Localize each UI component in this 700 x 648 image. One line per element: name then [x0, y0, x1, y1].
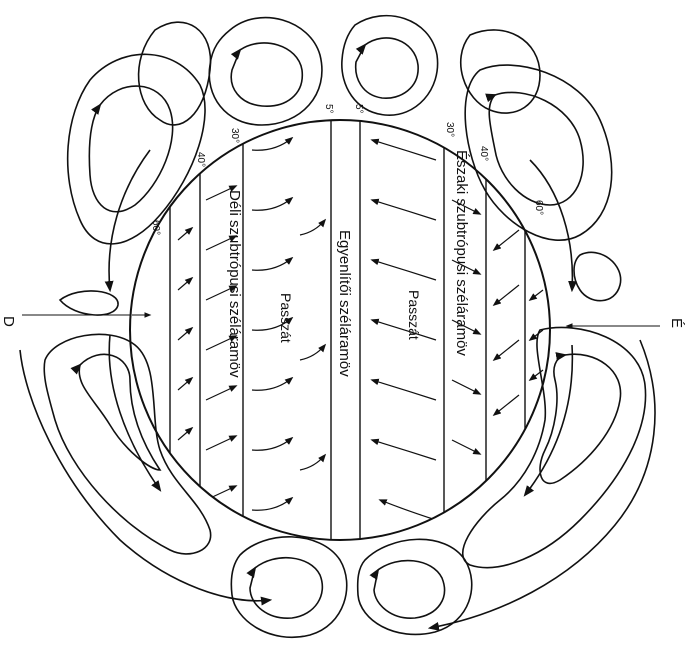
north-pole-label: É — [668, 318, 685, 328]
south-subtropical-label: Déli szubtrópusi széláramöv — [226, 190, 243, 378]
flow-left-up — [109, 150, 150, 290]
lat-label-s60: 60° — [150, 220, 161, 235]
trade-wind-north-label: Passzát — [406, 290, 422, 340]
lat-label-s5: 5° — [323, 104, 334, 114]
cell-left-upper — [68, 54, 205, 244]
cell-top-2-inner — [356, 38, 418, 98]
equatorial-label: Egyenlítői széláramöv — [336, 230, 353, 377]
cell-right-lower-inner — [540, 354, 621, 483]
lat-label-n40: 40° — [478, 146, 489, 161]
cell-right-small — [574, 252, 621, 300]
south-pole-label: D — [0, 316, 17, 327]
cell-top-1-inner — [231, 43, 302, 106]
cell-bottom-2-inner — [374, 561, 444, 619]
cell-right-upper-inner — [489, 92, 583, 205]
cell-top-right-top — [461, 30, 540, 113]
cell-left-small — [60, 291, 118, 315]
cell-top-1 — [209, 18, 322, 125]
cell-bottom-1 — [231, 537, 346, 637]
cell-bottom-1-inner — [250, 558, 322, 618]
cell-left-upper-inner — [89, 86, 172, 212]
lat-label-s30: 30° — [229, 128, 240, 143]
cell-top-left-top — [139, 22, 211, 125]
flow-right-down — [525, 345, 572, 495]
lat-label-n30: 30° — [444, 122, 455, 137]
north-subtropical-label: Északi szubtrópusi széláramöv — [453, 150, 470, 356]
lat-label-n5: 5° — [353, 104, 364, 114]
flow-right-up — [530, 160, 572, 290]
trade-wind-south-label: Passzát — [278, 293, 294, 343]
